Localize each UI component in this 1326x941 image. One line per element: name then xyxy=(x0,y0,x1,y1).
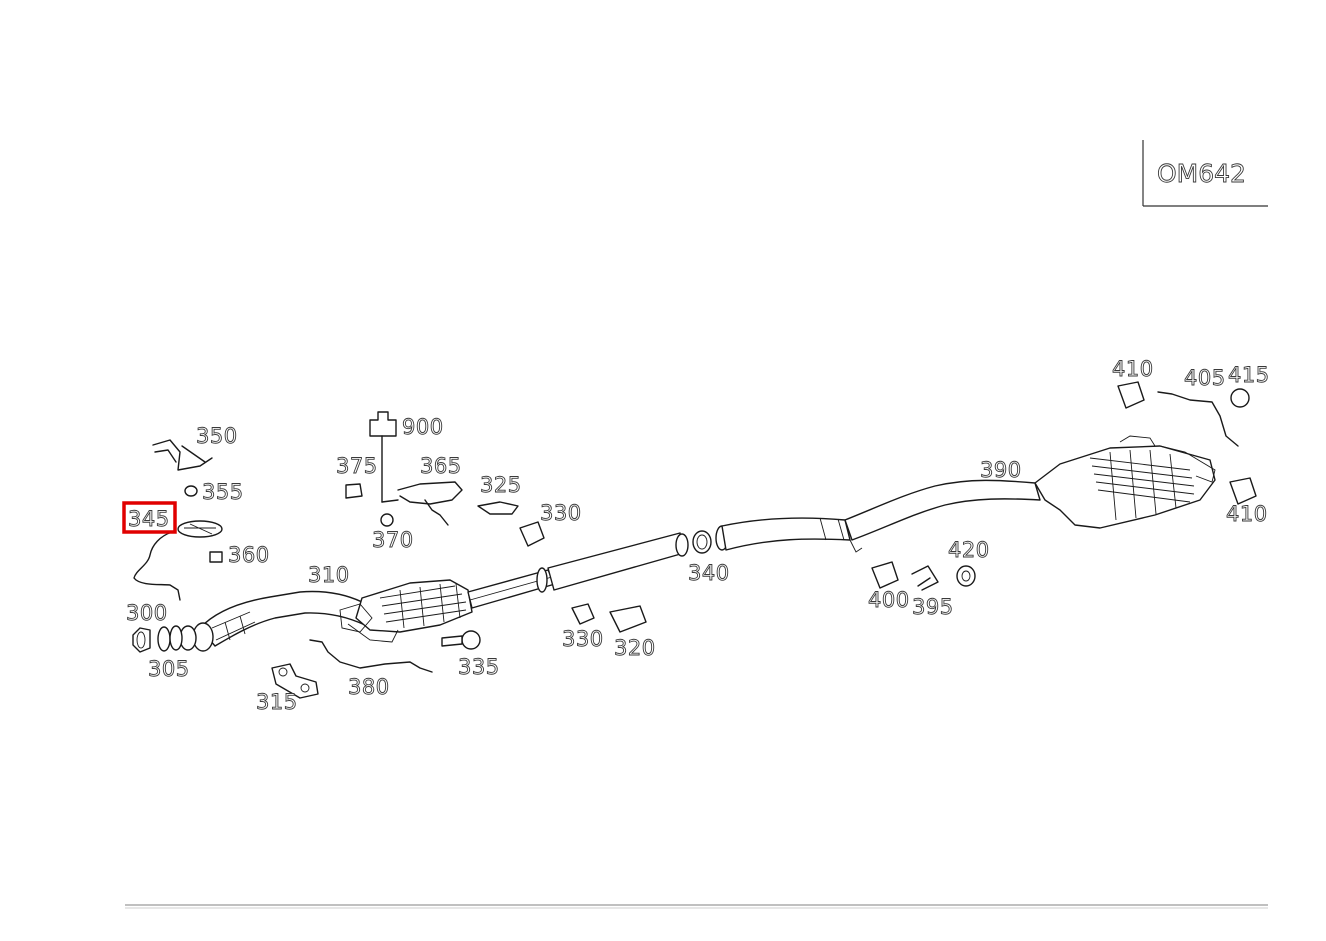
part-label-415[interactable]: 415 xyxy=(1228,363,1270,388)
part-label-320[interactable]: 320 xyxy=(614,636,656,661)
part-label-305[interactable]: 305 xyxy=(148,657,190,682)
part-labels: 345 350 355 360 300 305 310 315 380 335 … xyxy=(126,357,1270,715)
part-drawings xyxy=(132,381,1257,699)
part-label-420[interactable]: 420 xyxy=(948,538,990,563)
part-label-330-upper[interactable]: 330 xyxy=(540,501,582,526)
part-label-375[interactable]: 375 xyxy=(336,454,378,479)
engine-code-box: OM642 xyxy=(1142,140,1268,207)
part-label-340[interactable]: 340 xyxy=(688,561,730,586)
part-label-310[interactable]: 310 xyxy=(308,563,350,588)
part-label-345[interactable]: 345 xyxy=(128,507,170,532)
part-label-370[interactable]: 370 xyxy=(372,528,414,553)
part-label-315[interactable]: 315 xyxy=(256,690,298,715)
part-label-410-lower[interactable]: 410 xyxy=(1226,502,1268,527)
part-label-325[interactable]: 325 xyxy=(480,473,522,498)
part-label-405[interactable]: 405 xyxy=(1184,366,1226,391)
part-label-400[interactable]: 400 xyxy=(868,588,910,613)
part-label-900[interactable]: 900 xyxy=(402,415,444,440)
part-label-330-lower[interactable]: 330 xyxy=(562,627,604,652)
part-label-350[interactable]: 350 xyxy=(196,424,238,449)
part-label-360[interactable]: 360 xyxy=(228,543,270,568)
part-label-365[interactable]: 365 xyxy=(420,454,462,479)
exhaust-pipe-assembly xyxy=(179,435,1216,652)
part-label-395[interactable]: 395 xyxy=(912,595,954,620)
part-label-300[interactable]: 300 xyxy=(126,601,168,626)
part-label-380[interactable]: 380 xyxy=(348,675,390,700)
part-label-390[interactable]: 390 xyxy=(980,458,1022,483)
part-label-335[interactable]: 335 xyxy=(458,655,500,680)
highlight-box-345 xyxy=(122,501,177,534)
part-label-410-upper[interactable]: 410 xyxy=(1112,357,1154,382)
engine-code: OM642 xyxy=(1157,159,1246,188)
part-label-355[interactable]: 355 xyxy=(202,480,244,505)
